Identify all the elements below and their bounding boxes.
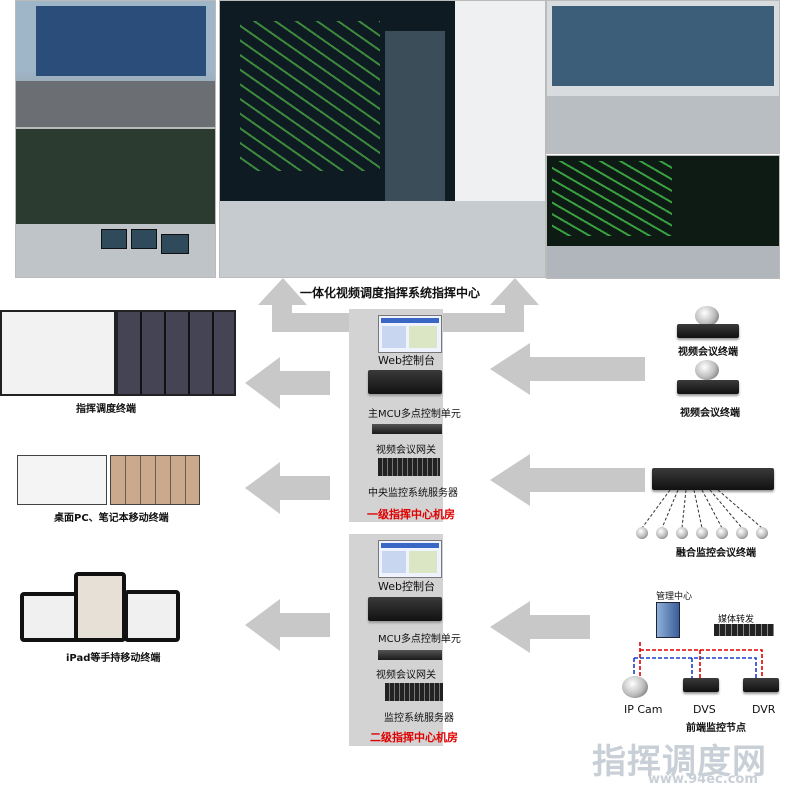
room2-mcu-device [368,597,442,621]
arrow-left-dispatch [245,357,330,409]
vc-terminal-1-label: 视频会议终端 [678,347,738,358]
dispatch-terminal-label: 指挥调度终端 [76,404,136,415]
ipcam-label: IP Cam [624,703,663,716]
frontend-label: 前端监控节点 [686,723,746,734]
room2-gateway-device [378,650,442,660]
dvs-device-icon [683,678,719,692]
room1-server-device [378,458,440,476]
dvs-label: DVS [693,703,716,716]
photo-control-room-2 [15,128,216,278]
room2-gateway-label: 视频会议网关 [376,670,436,681]
room2-caption: 二级指挥中心机房 [370,731,458,744]
room1-caption: 一级指挥中心机房 [367,508,455,521]
dispatch-terminal-image [0,310,236,396]
photo-control-room-4 [546,155,780,279]
ipcam-icon [622,676,648,698]
arrow-in-vc [490,343,645,395]
photo-control-room-1 [15,0,216,128]
arrow-left-ipad [245,599,330,651]
fusion-camera-row [636,527,776,541]
link-red [639,642,763,678]
watermark-url: www.94ec.com [648,772,758,787]
room1-web-console-screenshot [378,315,442,353]
fusion-terminal-device [652,468,774,490]
room1-web-console-label: Web控制台 [378,354,435,367]
arrow-in-fusion [490,454,645,506]
top-title: 一体化视频调度指挥系统指挥中心 [300,286,481,300]
media-forward-label: 媒体转发 [718,615,755,625]
frontend-links [633,642,763,678]
vc-terminal-2-image [677,360,739,396]
room1-main-mcu-label: 主MCU多点控制单元 [368,409,461,420]
mgmt-center-server-icon [656,602,680,638]
vc-terminal-1-image [677,306,739,340]
media-forward-device [714,624,774,636]
dvr-device-icon [743,678,779,692]
watermark-title: 指挥调度网 [592,742,767,782]
mgmt-center-label: 管理中心 [656,592,693,602]
photo-command-hall-main [219,0,546,278]
link-blue [633,657,757,678]
desktop-terminal-label: 桌面PC、笔记本移动终端 [54,513,169,524]
room1-gateway-device [372,424,442,434]
ipad-terminal-image [20,572,180,642]
dvr-label: DVR [752,703,776,716]
arrow-in-frontend [490,601,590,653]
room1-main-mcu-device [368,370,442,394]
ipad-terminal-label: iPad等手持移动终端 [66,653,161,664]
room2-server-device [385,683,443,701]
room1-server-label: 中央监控系统服务器 [368,488,458,499]
arrow-up-right [443,278,539,332]
arrow-up-left [258,278,349,332]
vc-terminal-2-label: 视频会议终端 [680,408,740,419]
room2-server-label: 监控系统服务器 [384,713,454,724]
room1-gateway-label: 视频会议网关 [376,445,436,456]
desktop-terminal-image [17,455,200,505]
room2-web-console-screenshot [378,540,442,578]
room2-mcu-label: MCU多点控制单元 [378,634,461,645]
fusion-fan-lines [641,489,763,529]
arrow-left-desktop [245,462,330,514]
room2-web-console-label: Web控制台 [378,580,435,593]
fusion-terminal-label: 融合监控会议终端 [676,548,756,559]
photo-control-room-3 [546,0,780,154]
